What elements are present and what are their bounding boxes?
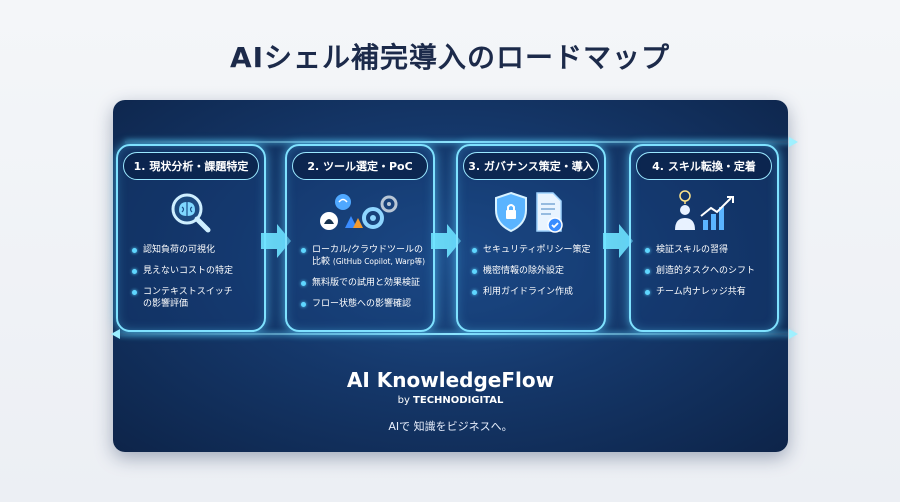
flow-arrow-bottom-right-icon bbox=[789, 329, 798, 339]
step-arrow-3-icon bbox=[603, 224, 633, 258]
step-1-item: コンテキストスイッチの影響評価 bbox=[132, 286, 258, 310]
brain-magnifier-icon bbox=[118, 190, 264, 234]
step-3-label: 3. ガバナンス策定・導入 bbox=[463, 152, 599, 180]
person-growth-icon bbox=[631, 190, 777, 234]
step-2-label: 2. ツール選定・PoC bbox=[292, 152, 428, 180]
page-title: AIシェル補完導入のロードマップ bbox=[229, 41, 671, 74]
flow-line-bottom bbox=[117, 333, 792, 335]
step-1-item: 認知負荷の可視化 bbox=[132, 244, 258, 256]
roadmap-panel: 1. 現状分析・課題特定 認知負荷の可視化 見えないコストの特定 コンテキストス… bbox=[111, 100, 798, 452]
brand-block: AI KnowledgeFlow by TECHNODIGITAL AIで 知識… bbox=[113, 368, 788, 434]
step-3-item: 利用ガイドライン作成 bbox=[472, 286, 598, 298]
flow-arrow-top-right-icon bbox=[789, 137, 798, 147]
step-1-label: 1. 現状分析・課題特定 bbox=[123, 152, 259, 180]
step-4-label: 4. スキル転換・定着 bbox=[636, 152, 772, 180]
brand-by-line: by TECHNODIGITAL bbox=[397, 395, 504, 406]
brand-tagline: AIで 知識をビジネスへ。 bbox=[388, 420, 513, 433]
flow-line-top bbox=[125, 141, 792, 143]
step-1-item: 見えないコストの特定 bbox=[132, 265, 258, 277]
step-card-3: 3. ガバナンス策定・導入 セキュリティポリシー策定 機密情報の除外設定 利用ガ… bbox=[456, 144, 606, 332]
step-2-item: ローカル/クラウドツールの比較 (GitHub Copilot, Warp等) bbox=[301, 244, 427, 268]
step-4-item: 検証スキルの習得 bbox=[645, 244, 771, 256]
flow-arrow-bottom-left-icon bbox=[111, 329, 120, 339]
step-4-item: 創造的タスクへのシフト bbox=[645, 265, 771, 277]
brand-company: TECHNODIGITAL bbox=[413, 395, 504, 406]
step-card-1: 1. 現状分析・課題特定 認知負荷の可視化 見えないコストの特定 コンテキストス… bbox=[116, 144, 266, 332]
step-3-item: セキュリティポリシー策定 bbox=[472, 244, 598, 256]
tools-gears-icon bbox=[287, 190, 433, 234]
step-arrow-1-icon bbox=[261, 224, 291, 258]
brand-name: AI KnowledgeFlow bbox=[346, 368, 555, 392]
step-3-item: 機密情報の除外設定 bbox=[472, 265, 598, 277]
step-arrow-2-icon bbox=[431, 224, 461, 258]
step-2-item: フロー状態への影響確認 bbox=[301, 298, 427, 310]
shield-document-icon bbox=[458, 190, 604, 234]
step-card-4: 4. スキル転換・定着 検証スキルの習得 創造的タスクへのシフト チーム内ナレッ… bbox=[629, 144, 779, 332]
step-2-item: 無料版での試用と効果検証 bbox=[301, 277, 427, 289]
step-card-2: 2. ツール選定・PoC ローカル/クラウドツールの比較 (G bbox=[285, 144, 435, 332]
step-4-item: チーム内ナレッジ共有 bbox=[645, 286, 771, 298]
